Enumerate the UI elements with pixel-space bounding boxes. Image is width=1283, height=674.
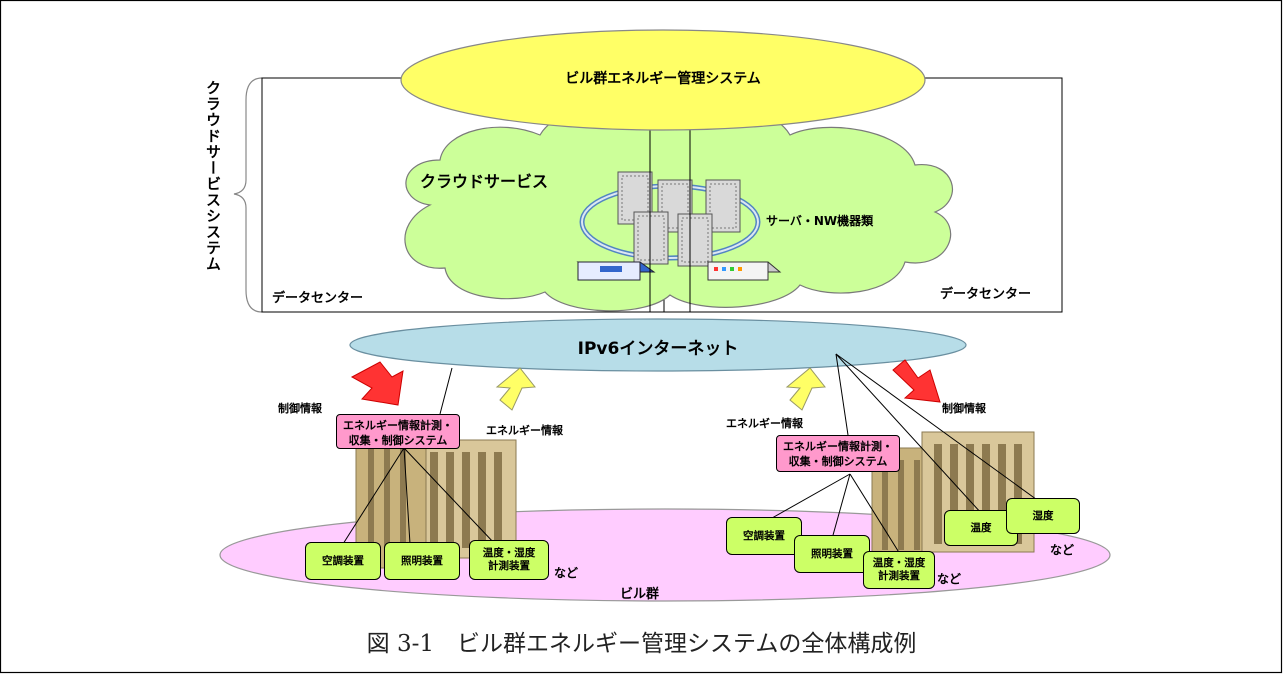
right-device-hvac: 空調装置 bbox=[726, 517, 802, 555]
left-device-sensor: 温度・湿度 計測装置 bbox=[469, 540, 549, 580]
right-system-box: エネルギー情報計測・ 収集・制御システム bbox=[776, 435, 900, 472]
right-device-sensor-line-2: 計測装置 bbox=[878, 570, 920, 582]
system-brace bbox=[233, 77, 263, 313]
right-device-sensor: 温度・湿度 計測装置 bbox=[863, 551, 935, 589]
top-ellipse bbox=[400, 29, 926, 131]
left-energy-label: エネルギー情報 bbox=[486, 424, 563, 437]
router-icon bbox=[576, 261, 656, 281]
building-group-label: ビル群 bbox=[620, 587, 660, 602]
internet-ellipse bbox=[349, 318, 967, 372]
right-etc-devices-label: など bbox=[937, 572, 962, 586]
right-sensor-temperature: 温度 bbox=[944, 510, 1018, 546]
energy-arrow-right bbox=[785, 367, 826, 411]
server-icon-4 bbox=[633, 211, 669, 265]
right-system-line-1: エネルギー情報計測・ bbox=[783, 440, 893, 453]
left-control-label: 制御情報 bbox=[278, 402, 322, 415]
server-icon-5 bbox=[677, 213, 713, 267]
figure-caption: 図 3-1 ビル群エネルギー管理システムの全体構成例 bbox=[366, 631, 917, 657]
connection-lines-right bbox=[764, 353, 1041, 555]
internet-label: IPv6インターネット bbox=[577, 339, 739, 359]
right-sensor-humidity: 湿度 bbox=[1006, 498, 1080, 534]
right-etc-sensors-label: など bbox=[1050, 543, 1075, 557]
right-system-line-2: 収集・制御システム bbox=[788, 455, 888, 468]
left-device-sensor-line-2: 計測装置 bbox=[488, 560, 530, 572]
cloud-label: クラウドサービス bbox=[420, 172, 549, 191]
left-device-hvac: 空調装置 bbox=[305, 542, 381, 580]
left-system-box: エネルギー情報計測・ 収集・制御システム bbox=[336, 414, 460, 449]
right-energy-label: エネルギー情報 bbox=[726, 417, 803, 430]
connection-lines-left bbox=[342, 367, 496, 545]
left-device-sensor-line-1: 温度・湿度 bbox=[482, 547, 536, 559]
datacenter-right-label: データセンター bbox=[940, 287, 1032, 302]
right-control-label: 制御情報 bbox=[942, 402, 986, 415]
right-device-lighting: 照明装置 bbox=[794, 535, 870, 573]
energy-arrow-left bbox=[495, 367, 536, 411]
left-etc-label: など bbox=[554, 566, 579, 580]
left-system-line-2: 収集・制御システム bbox=[348, 434, 448, 447]
control-arrow-right bbox=[892, 359, 941, 403]
system-label: クラウドサービスシステム bbox=[204, 80, 222, 272]
switch-icon bbox=[706, 261, 782, 281]
right-device-sensor-line-1: 温度・湿度 bbox=[872, 557, 926, 569]
building-icon-right bbox=[871, 431, 1035, 559]
datacenter-left-label: データセンター bbox=[272, 291, 364, 306]
control-arrow-left bbox=[350, 361, 404, 406]
left-system-line-1: エネルギー情報計測・ bbox=[343, 419, 453, 432]
server-icon-3 bbox=[705, 179, 741, 233]
top-ellipse-label: ビル群エネルギー管理システム bbox=[565, 71, 761, 87]
servers-label: サーバ・NW機器類 bbox=[766, 214, 874, 228]
left-device-lighting: 照明装置 bbox=[384, 542, 460, 580]
